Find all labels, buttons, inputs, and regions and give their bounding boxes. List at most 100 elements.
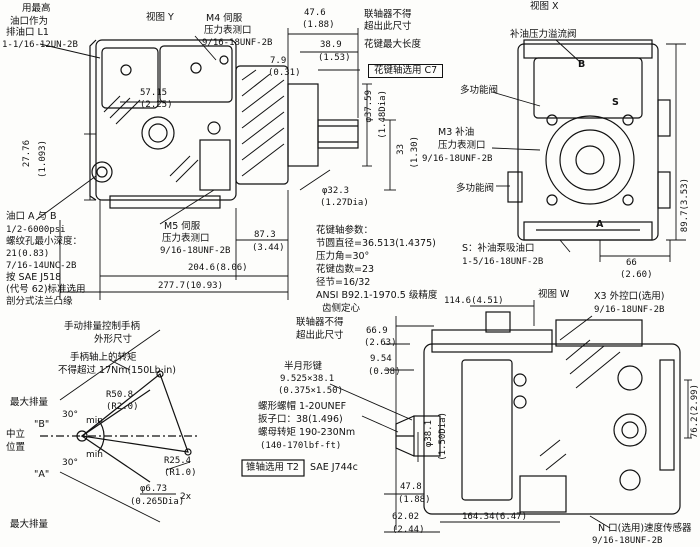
- dim-66-9-inch: (2.63): [364, 338, 397, 348]
- port-b-marker: B: [578, 59, 586, 70]
- dia-32-3-inch: (1.27Dia): [320, 198, 369, 208]
- dim-66-inch: (2.60): [620, 270, 653, 280]
- view-w-dimension-lines: [329, 300, 692, 533]
- dim-r50-8-inch: (R2.0): [106, 402, 139, 412]
- label-key-size-inch: (0.375×1.50): [278, 386, 344, 396]
- dim-dia-6-73: φ6.73: [140, 484, 168, 494]
- dim-27: 27.76: [22, 140, 32, 168]
- label-code62: (代号 62)标准选用: [6, 284, 86, 295]
- view-y-pump-body: [89, 39, 359, 209]
- port-a-marker: A: [596, 219, 604, 230]
- label-drain-thread: 1-1/16-12UN-2B: [2, 40, 78, 50]
- dim-76-2: 76.2(2.99): [690, 384, 700, 439]
- label-m5-servo: M5 伺服: [164, 221, 201, 232]
- dim-66-9: 66.9: [366, 326, 388, 336]
- label-ports-ab: 油口 A 与 B: [6, 211, 57, 222]
- dim-87-3: 87.3: [254, 230, 276, 240]
- dim-89-7: 89.7(3.53): [680, 178, 690, 233]
- label-half-key: 半月形键: [284, 361, 323, 372]
- dim-277-7: 277.7(10.93): [158, 281, 224, 291]
- label-angle-1: 30°: [62, 410, 78, 420]
- spline-pitch-dia: 节圆直径=36.513(1.4375): [316, 238, 436, 249]
- dim-62-02: 62.02: [392, 512, 420, 522]
- label-m5-port: 压力表测口: [162, 233, 210, 244]
- port-s-marker: S: [612, 97, 619, 108]
- dim-r25-4-inch: (R1.0): [164, 468, 197, 478]
- dim-47-8: 47.8: [400, 482, 422, 492]
- label-neutral-1: 中立: [6, 429, 26, 440]
- view-w-title: 视图 W: [538, 289, 570, 300]
- dia-32-3: φ32.3: [322, 186, 350, 196]
- label-thread-depth: 螺纹孔最小深度：: [6, 236, 83, 247]
- label-spline-select: 花键轴选用 C7: [368, 64, 444, 78]
- view-x-pump-face: [507, 39, 671, 241]
- spline-pitch: 径节=16/32: [316, 277, 371, 288]
- dim-114-6: 114.6(4.51): [444, 296, 504, 306]
- dim-66: 66: [626, 258, 637, 268]
- dim-47-8-inch: (1.88): [398, 495, 431, 505]
- label-taper-shaft: 锥轴选用 T2: [246, 462, 299, 473]
- label-n-thread: 9/16-18UNF-2B: [592, 536, 663, 546]
- label-b-direction: "B": [34, 419, 50, 430]
- label-max-disp-top: 最大排量: [10, 397, 49, 408]
- label-ports-ab-pressure: 1/2-6000psi: [6, 225, 66, 235]
- dim-164-34: 164.34(6.47): [462, 512, 528, 522]
- dim-r50-8: R50.8: [106, 390, 134, 400]
- dim-38-9-inch: (1.53): [318, 53, 351, 63]
- label-key-size: 9.525×38.1: [280, 374, 335, 384]
- view-x-dimension-lines: [491, 39, 686, 262]
- view-y-dimension-lines: [35, 28, 396, 300]
- label-replenish-relief: 补油压力溢流阀: [510, 29, 577, 40]
- label-drain-port: 排油口 L1: [6, 27, 49, 38]
- spline-flank: 齿侧定心: [322, 303, 361, 314]
- dia-38-1-inch: (1.50Dia): [438, 412, 448, 461]
- view-w-hatching: [539, 339, 621, 471]
- label-lever-torque-2: 不得超过 17Nm(150Lb·in): [58, 365, 177, 376]
- dim-57: 57.15: [140, 88, 168, 98]
- dim-57-inch: (2.25): [140, 100, 173, 110]
- label-torque-inch: (140-170lbf-ft): [260, 441, 342, 451]
- dim-204-6: 204.6(8.06): [188, 263, 248, 273]
- label-saej518: 按 SAE J518: [6, 272, 62, 283]
- dim-33-inch: (1.30): [410, 136, 420, 169]
- label-m3-thread: 9/16-18UNF-2B: [422, 154, 493, 164]
- dim-9-54-inch: (0.38): [368, 367, 401, 377]
- label-multi-valve-1: 多功能阀: [460, 85, 499, 96]
- dim-27-inch: (1.093): [38, 140, 48, 178]
- spline-pressure-angle: 压力角=30°: [316, 251, 370, 262]
- dim-87-3-inch: (3.44): [252, 243, 285, 253]
- dia-37-59-inch: (1.48Dia): [378, 90, 388, 139]
- label-min-2: min: [86, 450, 103, 460]
- label-nut: 螺形螺帽 1-20UNEF: [258, 401, 347, 412]
- label-w-exceed-here: 超出此尺寸: [296, 330, 344, 341]
- label-used-max: 用最高: [22, 3, 51, 14]
- label-min-1: min: [86, 416, 103, 426]
- dim-r25-4: R25.4: [164, 456, 192, 466]
- label-exceed-here: 超出此尺寸: [364, 21, 412, 32]
- dim-7-9-inch: (0.31): [268, 68, 301, 78]
- label-w-coupling-limit: 联轴器不得: [296, 317, 344, 328]
- label-spline-max-length: 花键最大长度: [364, 39, 422, 50]
- dim-7-9: 7.9: [270, 56, 287, 66]
- dim-9-54: 9.54: [370, 354, 392, 364]
- label-suction-thread: 1-5/16-18UNF-2B: [462, 257, 544, 267]
- spline-params-title: 花键轴参数：: [316, 225, 374, 236]
- dim-33: 33: [396, 144, 406, 155]
- label-wrench-size: 扳子口：38(1.496): [258, 414, 343, 425]
- label-thread-depth-val: 21(0.83): [6, 249, 50, 259]
- label-n-sensor: N 口(选用)速度传感器: [598, 523, 692, 534]
- view-w-pump-side: [395, 311, 681, 515]
- label-m5-thread: 9/16-18UNF-2B: [160, 246, 231, 256]
- dia-38-1: φ38.1: [424, 420, 434, 448]
- view-y-hatching: [103, 69, 285, 183]
- label-sae-j744: SAE J744c: [310, 462, 358, 473]
- label-m3-replenish: M3 补油: [438, 127, 475, 138]
- dia-37-59: φ37.59: [364, 90, 374, 123]
- label-m4-servo: M4 伺服: [206, 13, 243, 24]
- view-x-title: 视图 X: [530, 1, 559, 12]
- label-x3-control: X3 外控口(选用): [594, 291, 665, 302]
- spline-ansi: ANSI B92.1-1970.5 级精度: [316, 290, 438, 301]
- label-lever-torque-1: 手柄轴上的转矩: [70, 352, 137, 363]
